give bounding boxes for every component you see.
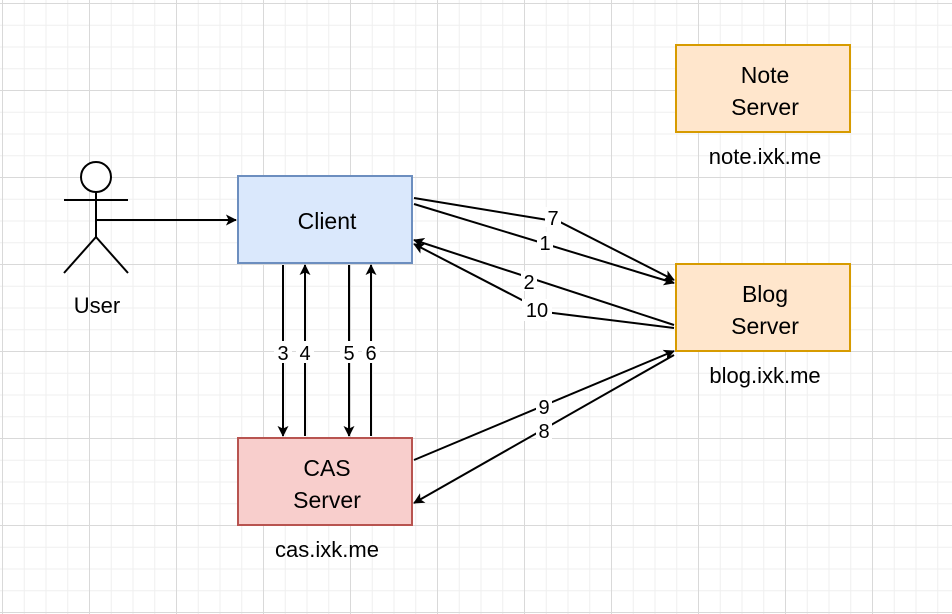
edge-6-label: 6 bbox=[365, 343, 376, 365]
user-head bbox=[80, 161, 112, 193]
cas-server-box bbox=[237, 437, 413, 526]
cas-server-label-line2: Server bbox=[293, 487, 361, 513]
edge-5-label: 5 bbox=[343, 343, 354, 365]
note-server-label-line1: Note bbox=[741, 62, 790, 88]
blog-server-box bbox=[675, 263, 851, 352]
user-right-leg bbox=[95, 236, 129, 274]
note-server-caption: note.ixk.me bbox=[709, 144, 822, 169]
user-actor[interactable]: User bbox=[63, 161, 129, 318]
cas-server-caption: cas.ixk.me bbox=[275, 537, 379, 562]
client-box bbox=[237, 175, 413, 264]
user-left-leg bbox=[63, 236, 97, 274]
user-label: User bbox=[74, 293, 120, 318]
edge-10-label: 10 bbox=[526, 300, 548, 322]
edge-4-label: 4 bbox=[299, 343, 310, 365]
blog-server-caption: blog.ixk.me bbox=[709, 363, 820, 388]
note-server-label-line2: Server bbox=[731, 94, 799, 120]
edge-8-label: 8 bbox=[538, 421, 549, 443]
cas-server-label-line1: CAS bbox=[303, 455, 350, 481]
cas-server-node[interactable]: CAS Server cas.ixk.me bbox=[237, 437, 413, 562]
client-node[interactable]: Client bbox=[237, 175, 413, 264]
edge-9-label: 9 bbox=[538, 397, 549, 419]
client-label: Client bbox=[298, 208, 357, 234]
edge-3-label: 3 bbox=[277, 343, 288, 365]
blog-server-label-line1: Blog bbox=[742, 281, 788, 307]
note-server-box bbox=[675, 44, 851, 133]
blog-server-label-line2: Server bbox=[731, 313, 799, 339]
blog-server-node[interactable]: Blog Server blog.ixk.me bbox=[675, 263, 851, 388]
edge-1-label: 1 bbox=[539, 233, 550, 255]
edge-labels: 3 4 5 6 7 1 2 10 9 8 bbox=[274, 207, 561, 443]
note-server-node[interactable]: Note Server note.ixk.me bbox=[675, 44, 851, 169]
edge-2-label: 2 bbox=[523, 272, 534, 294]
edge-7-label: 7 bbox=[547, 208, 558, 230]
edge-2[interactable] bbox=[413, 237, 675, 326]
